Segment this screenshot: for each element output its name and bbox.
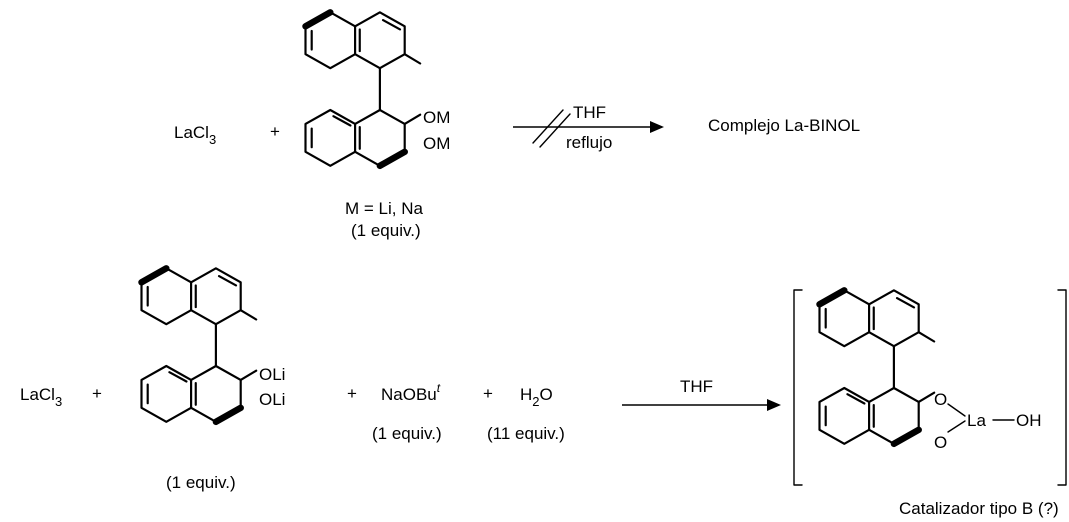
reaction-1: LaCl3 + OM OM M = Li, Na (1 equiv.) THF …	[174, 12, 860, 240]
binol-li-equiv: (1 equiv.)	[166, 473, 236, 492]
substituent-om-bottom: OM	[423, 134, 450, 153]
reagent-lacl3: LaCl3	[174, 123, 216, 147]
reagent-lacl3-2: LaCl3	[20, 385, 62, 409]
product-o-bottom: O	[934, 433, 947, 452]
substituent-oli-top: OLi	[259, 365, 285, 384]
plus-sign: +	[270, 122, 280, 141]
cation-note: M = Li, Na	[345, 199, 423, 218]
base-naobut: NaOBut	[381, 381, 441, 404]
product-hydroxide: OH	[1016, 411, 1042, 430]
water-equiv: (11 equiv.)	[487, 424, 565, 443]
binol-equiv: (1 equiv.)	[351, 221, 421, 240]
plus-sign-2: +	[347, 384, 357, 403]
binol-li-structure	[142, 268, 258, 421]
product-label: Catalizador tipo B (?)	[899, 499, 1059, 518]
reaction-2: LaCl3 + OLi OLi (1 equiv.) + NaOBut (1 e…	[20, 268, 1067, 518]
substituent-om-top: OM	[423, 108, 450, 127]
product-metal-la: La	[967, 411, 986, 430]
reaction-arrow	[622, 399, 781, 411]
la-binol-oh-structure	[820, 290, 936, 443]
substituent-oli-bottom: OLi	[259, 390, 285, 409]
condition-reflujo: reflujo	[566, 133, 612, 152]
product-bracket	[793, 289, 1067, 486]
water: H2O	[520, 385, 553, 409]
binol-salt-structure	[306, 12, 422, 165]
condition-thf-2: THF	[680, 377, 713, 396]
product-la-binol: Complejo La-BINOL	[708, 116, 860, 135]
product-o-top: O	[934, 390, 947, 409]
base-equiv: (1 equiv.)	[372, 424, 442, 443]
plus-sign-3: +	[483, 384, 493, 403]
reaction-arrow-blocked	[513, 109, 664, 148]
condition-thf: THF	[573, 103, 606, 122]
plus-sign-1: +	[92, 384, 102, 403]
